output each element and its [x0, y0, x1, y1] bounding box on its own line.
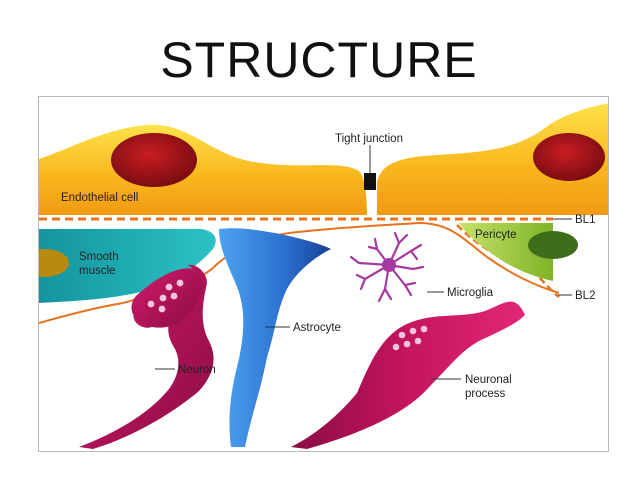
leader-lines: [155, 145, 572, 380]
microglia-nucleus: [382, 258, 396, 272]
endothelial-nucleus-left: [111, 133, 197, 187]
tight-junction-marker: [364, 173, 376, 190]
endothelial-nucleus-right: [533, 133, 605, 181]
endothelial-cell-right: [377, 103, 608, 215]
smooth-muscle-nucleus: [39, 249, 69, 277]
pericyte-nucleus: [528, 231, 578, 259]
neuronal-process-nucleoli: [392, 325, 428, 351]
astrocyte-label: Astrocyte: [293, 322, 341, 334]
neuronal-process-label-line1: Neuronal: [465, 374, 512, 386]
neuronal-process-label-line2: process: [465, 388, 506, 400]
astrocyte-cell: [219, 228, 331, 447]
smooth-muscle-label-line1: Smooth: [79, 251, 119, 263]
neuron-soma: [131, 268, 202, 328]
smooth-muscle-cell: [39, 229, 216, 303]
neuron-label: Neuron: [178, 364, 216, 376]
slide-title: STRUCTURE: [160, 32, 478, 88]
pericyte-label: Pericyte: [475, 229, 517, 241]
bbb-diagram: Endothelial cell Tight junction BL1 BL2 …: [38, 96, 609, 452]
bl1-label: BL1: [575, 214, 595, 226]
bl2-label: BL2: [575, 290, 595, 302]
neuron-nucleoli: [147, 279, 184, 313]
endothelial-cell-label: Endothelial cell: [61, 192, 138, 204]
inner-membrane-line: [39, 221, 560, 324]
neuronal-process-cell: [291, 301, 525, 449]
microglia-label: Microglia: [447, 287, 494, 299]
bbb-diagram-svg: Endothelial cell Tight junction BL1 BL2 …: [39, 103, 608, 449]
endothelial-cell-layer: [39, 103, 608, 215]
smooth-muscle-label-line2: muscle: [79, 265, 115, 277]
pericyte-cell: [459, 223, 553, 281]
tight-junction-label: Tight junction: [335, 133, 403, 145]
